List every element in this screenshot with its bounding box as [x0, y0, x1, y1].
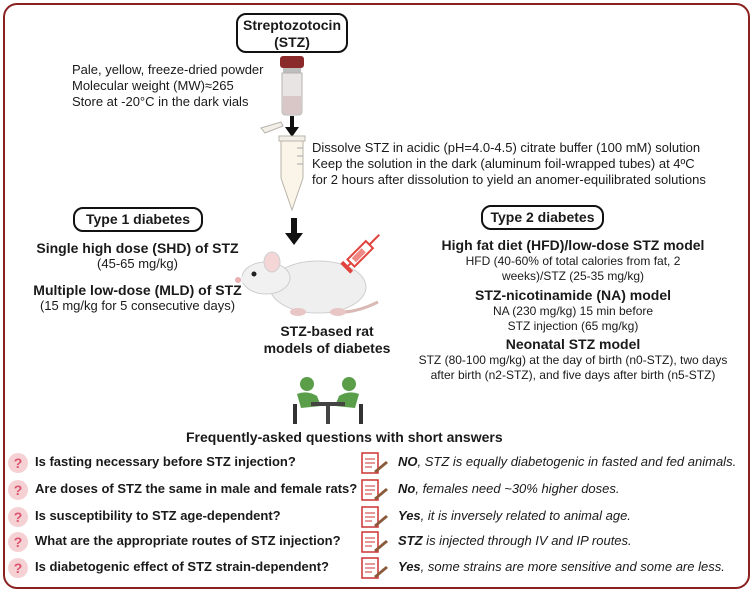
answer-sheet-icon [361, 531, 388, 553]
model-name: High fat diet (HFD)/low-dose STZ model [441, 237, 705, 253]
faq-answer: Yes, it is inversely related to animal a… [398, 508, 631, 523]
faq-row: ? What are the appropriate routes of STZ… [8, 531, 748, 556]
model-name: STZ-nicotinamide (NA) model [475, 287, 671, 303]
model-detail: STZ injection (65 mg/kg) [507, 319, 639, 333]
type1-heading: Type 1 diabetes [85, 211, 190, 227]
answer-sheet-icon [361, 479, 388, 501]
center-label-line1: STZ-based rat [280, 323, 374, 339]
faq-row: ? Is diabetogenic effect of STZ strain-d… [8, 557, 748, 582]
model-detail: after birth (n2-STZ), and five days afte… [430, 368, 716, 382]
model-detail: STZ (80-100 mg/kg) at the day of birth (… [418, 353, 728, 367]
tube-icon [260, 121, 306, 212]
question-mark-icon: ? [8, 453, 28, 473]
outer-frame [3, 3, 750, 589]
faq-heading: Frequently-asked questions with short an… [186, 429, 503, 445]
model-detail: weeks)/STZ (25-35 mg/kg) [501, 269, 645, 283]
vial-icon [280, 56, 304, 116]
model-name: Single high dose (SHD) of STZ [36, 240, 239, 256]
answer-keyword: STZ [398, 533, 423, 548]
answer-detail: , STZ is equally diabetogenic in fasted … [417, 454, 737, 469]
title-line1: Streptozotocin [243, 17, 341, 33]
answer-keyword: No [398, 481, 416, 496]
answer-keyword: Yes [398, 508, 421, 523]
dissolution-line: for 2 hours after dissolution to yield a… [312, 172, 706, 187]
rat-icon [235, 251, 379, 316]
faq-question: What are the appropriate routes of STZ i… [35, 533, 341, 548]
down-arrow-icon [285, 218, 303, 245]
faq-question: Are doses of STZ the same in male and fe… [35, 481, 358, 496]
model-name: Multiple low-dose (MLD) of STZ [33, 282, 242, 298]
answer-keyword: Yes [398, 559, 421, 574]
title-line2: (STZ) [274, 34, 310, 50]
property-line: Store at -20°C in the dark vials [72, 94, 249, 109]
type1-models: Single high dose (SHD) of STZ (45-65 mg/… [10, 240, 265, 314]
faq-question: Is fasting necessary before STZ injectio… [35, 454, 296, 469]
model-detail: NA (230 mg/kg) 15 min before [492, 304, 654, 318]
faq-question: Is susceptibility to STZ age-dependent? [35, 508, 281, 523]
faq-row: ? Is susceptibility to STZ age-dependent… [8, 506, 748, 531]
faq-row: ? Is fasting necessary before STZ inject… [8, 452, 748, 477]
property-line: Molecular weight (MW)≈265 [72, 78, 234, 93]
type2-models: High fat diet (HFD)/low-dose STZ model H… [400, 237, 746, 383]
model-detail: HFD (40-60% of total calories from fat, … [465, 254, 681, 268]
model-detail: (45-65 mg/kg) [97, 256, 178, 271]
model-detail: (15 mg/kg for 5 consecutive days) [39, 298, 236, 313]
consultation-icon [293, 377, 363, 424]
model-name: Neonatal STZ model [505, 336, 641, 352]
center-label-line2: models of diabetes [263, 340, 391, 356]
type2-heading: Type 2 diabetes [490, 209, 595, 225]
answer-detail: , females need ~30% higher doses. [415, 481, 620, 496]
faq-answer: Yes, some strains are more sensitive and… [398, 559, 725, 574]
type2-heading-box: Type 2 diabetes [481, 205, 604, 230]
faq-answer: STZ is injected through IV and IP routes… [398, 533, 632, 548]
faq-question: Is diabetogenic effect of STZ strain-dep… [35, 559, 329, 574]
down-arrow-icon [285, 116, 299, 137]
faq-answer: No, females need ~30% higher doses. [398, 481, 620, 496]
stz-title-box: Streptozotocin (STZ) [236, 13, 348, 53]
answer-detail: , it is inversely related to animal age. [420, 508, 631, 523]
answer-detail: , some strains are more sensitive and so… [420, 559, 725, 574]
answer-sheet-icon [361, 557, 388, 579]
question-mark-icon: ? [8, 507, 28, 527]
faq-answer: NO, STZ is equally diabetogenic in faste… [398, 454, 736, 469]
question-mark-icon: ? [8, 558, 28, 578]
question-mark-icon: ? [8, 480, 28, 500]
dissolution-line: Dissolve STZ in acidic (pH=4.0-4.5) citr… [312, 140, 701, 155]
faq-row: ? Are doses of STZ the same in male and … [8, 479, 748, 504]
properties-block: Pale, yellow, freeze-dried powder Molecu… [72, 62, 264, 110]
answer-detail: is injected through IV and IP routes. [422, 533, 632, 548]
property-line: Pale, yellow, freeze-dried powder [72, 62, 264, 77]
dissolution-line: Keep the solution in the dark (aluminum … [312, 156, 695, 171]
question-mark-icon: ? [8, 532, 28, 552]
syringe-icon [340, 234, 380, 274]
answer-keyword: NO [398, 454, 418, 469]
answer-sheet-icon [361, 506, 388, 528]
center-label: STZ-based rat models of diabetes [262, 323, 392, 357]
answer-sheet-icon [361, 452, 388, 474]
dissolution-block: Dissolve STZ in acidic (pH=4.0-4.5) citr… [312, 140, 706, 188]
type1-heading-box: Type 1 diabetes [73, 207, 203, 232]
